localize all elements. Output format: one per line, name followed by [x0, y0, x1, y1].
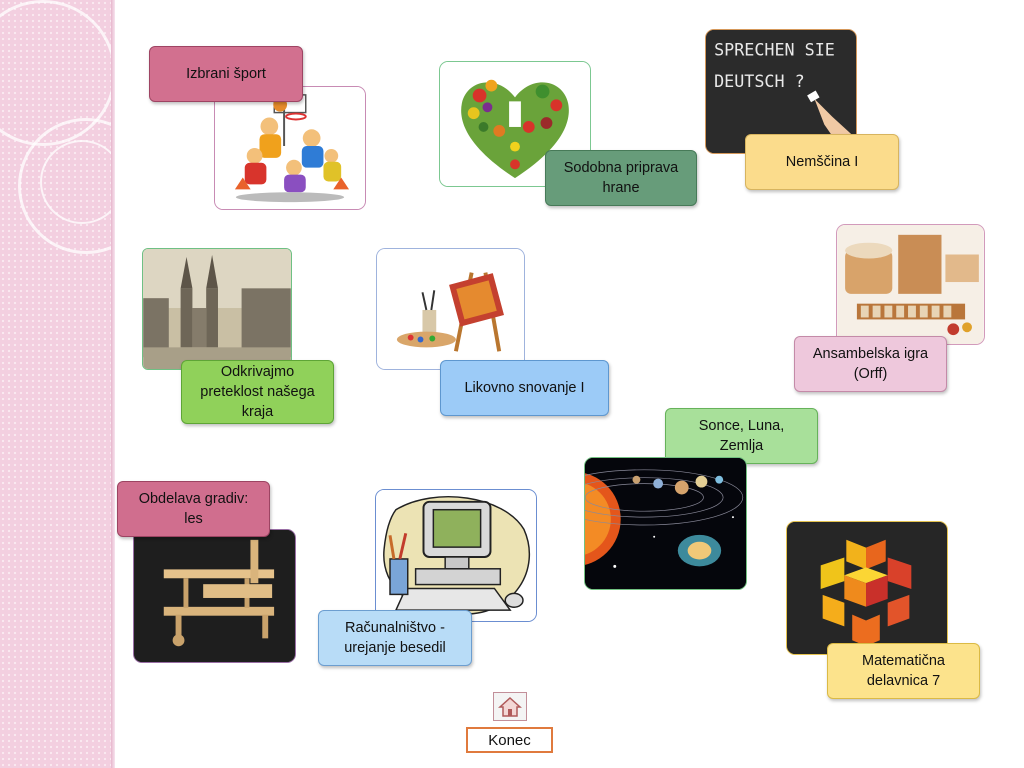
art-image[interactable]: [376, 248, 525, 370]
sport-image[interactable]: [214, 86, 366, 210]
space-label[interactable]: Sonce, Luna, Zemlja: [665, 408, 818, 464]
board-text-line2: DEUTSCH ?: [714, 71, 805, 91]
music-image[interactable]: [836, 224, 985, 345]
computer-label[interactable]: Računalništvo - urejanje besedil: [318, 610, 472, 666]
computer-image[interactable]: [375, 489, 537, 622]
history-label[interactable]: Odkrivajmo preteklost našega kraja: [181, 360, 334, 424]
end-button[interactable]: Konec: [466, 727, 553, 753]
german-label[interactable]: Nemščina I: [745, 134, 899, 190]
board-text-line1: SPRECHEN SIE: [714, 40, 835, 60]
art-label[interactable]: Likovno snovanje I: [440, 360, 609, 416]
decorative-ring: [40, 140, 113, 224]
wood-label[interactable]: Obdelava gradiv: les: [117, 481, 270, 537]
math-image[interactable]: [786, 521, 948, 655]
space-image[interactable]: [584, 457, 747, 590]
home-button[interactable]: [493, 692, 527, 721]
history-image[interactable]: [142, 248, 292, 370]
german-image[interactable]: SPRECHEN SIE DEUTSCH ?: [705, 29, 857, 154]
decorative-sidebar: [0, 0, 113, 768]
math-label[interactable]: Matematična delavnica 7: [827, 643, 980, 699]
home-icon: [498, 696, 522, 717]
sport-label[interactable]: Izbrani šport: [149, 46, 303, 102]
wood-image[interactable]: [133, 529, 296, 663]
sidebar-edge: [111, 0, 115, 768]
music-label[interactable]: Ansambelska igra (Orff): [794, 336, 947, 392]
food-label[interactable]: Sodobna priprava hrane: [545, 150, 697, 206]
